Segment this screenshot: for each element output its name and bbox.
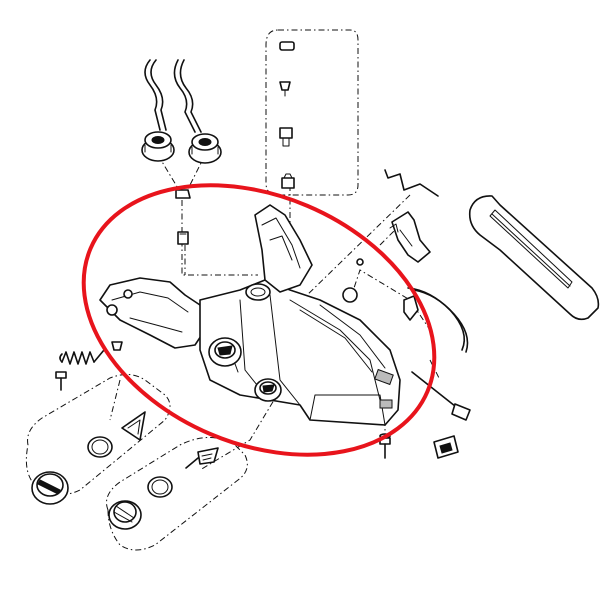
- wire-link: [384, 169, 439, 197]
- throttle-trigger: [389, 211, 431, 263]
- highlight-ellipse: [81, 183, 437, 457]
- oil-pickup: [185, 447, 219, 469]
- rubber-buffer-left: [141, 131, 175, 162]
- small-parts-top: [279, 41, 295, 189]
- bearing-boss-front: [208, 337, 242, 367]
- screw-left: [55, 371, 67, 391]
- nut: [175, 189, 191, 199]
- crankcase-housing: [99, 204, 401, 426]
- o-ring-bottom: [147, 476, 173, 498]
- screw-small: [111, 341, 123, 351]
- handle-cover: [468, 195, 600, 321]
- spring: [59, 349, 105, 365]
- sub-assembly-box-top: [265, 29, 359, 196]
- stop-switch: [433, 435, 459, 459]
- bearing-boss-top: [245, 283, 271, 301]
- sub-assembly-box-bottom: [106, 437, 248, 551]
- o-ring-left: [87, 436, 113, 458]
- bearing-boss-lower: [254, 378, 282, 402]
- long-screw: [411, 371, 471, 421]
- filter-clip: [121, 411, 146, 441]
- wire-hook-right: [173, 59, 202, 133]
- throttle-lock-lever: [403, 287, 469, 353]
- oil-cap: [108, 500, 142, 530]
- fuel-cap: [31, 471, 69, 505]
- bolt: [177, 231, 189, 245]
- rubber-buffer-right: [188, 133, 222, 164]
- wire-hook-left: [144, 59, 167, 131]
